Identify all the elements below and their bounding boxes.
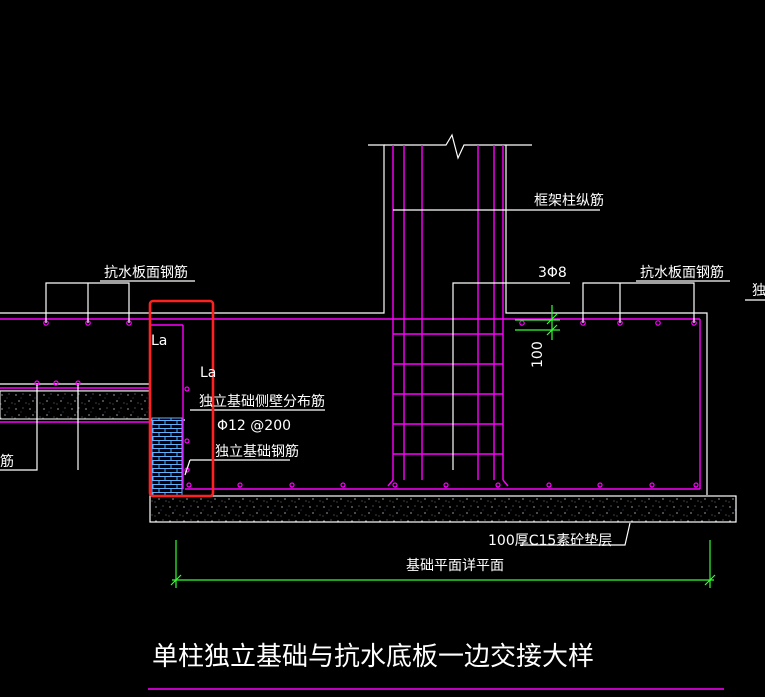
label-stirrup: 3Φ8 [538,265,567,281]
highlight-box[interactable] [148,299,215,498]
label-slab-top-rebar-right: 抗水板面钢筋 [640,264,724,281]
brick-wall [151,417,183,497]
leader-lines [0,209,765,546]
left-step-concrete [0,390,151,420]
label-column-long-rebar: 框架柱纵筋 [534,192,604,209]
dimension-lines [170,305,716,588]
label-plan-ref: 基础平面详平面 [406,557,504,574]
label-side-wall-spec: Φ12 @200 [217,418,291,434]
label-side-wall-rebar: 独立基础侧壁分布筋 [199,393,325,410]
label-foundation-rebar: 独立基础钢筋 [215,443,299,460]
rebar-lines [0,145,701,490]
drawing-title: 单柱独立基础与抗水底板一边交接大样 [152,642,594,672]
label-left-cut: 筋 [0,453,14,470]
label-la-1: La [151,333,167,349]
label-right-cut: 独 [752,283,765,299]
structure-outline [0,133,708,495]
label-cushion: 100厚C15素砼垫层 [488,533,612,549]
label-dim-100: 100 [530,341,546,368]
cushion-concrete [149,495,737,523]
label-la-2: La [200,365,216,381]
label-slab-top-rebar-left: 抗水板面钢筋 [104,264,188,281]
